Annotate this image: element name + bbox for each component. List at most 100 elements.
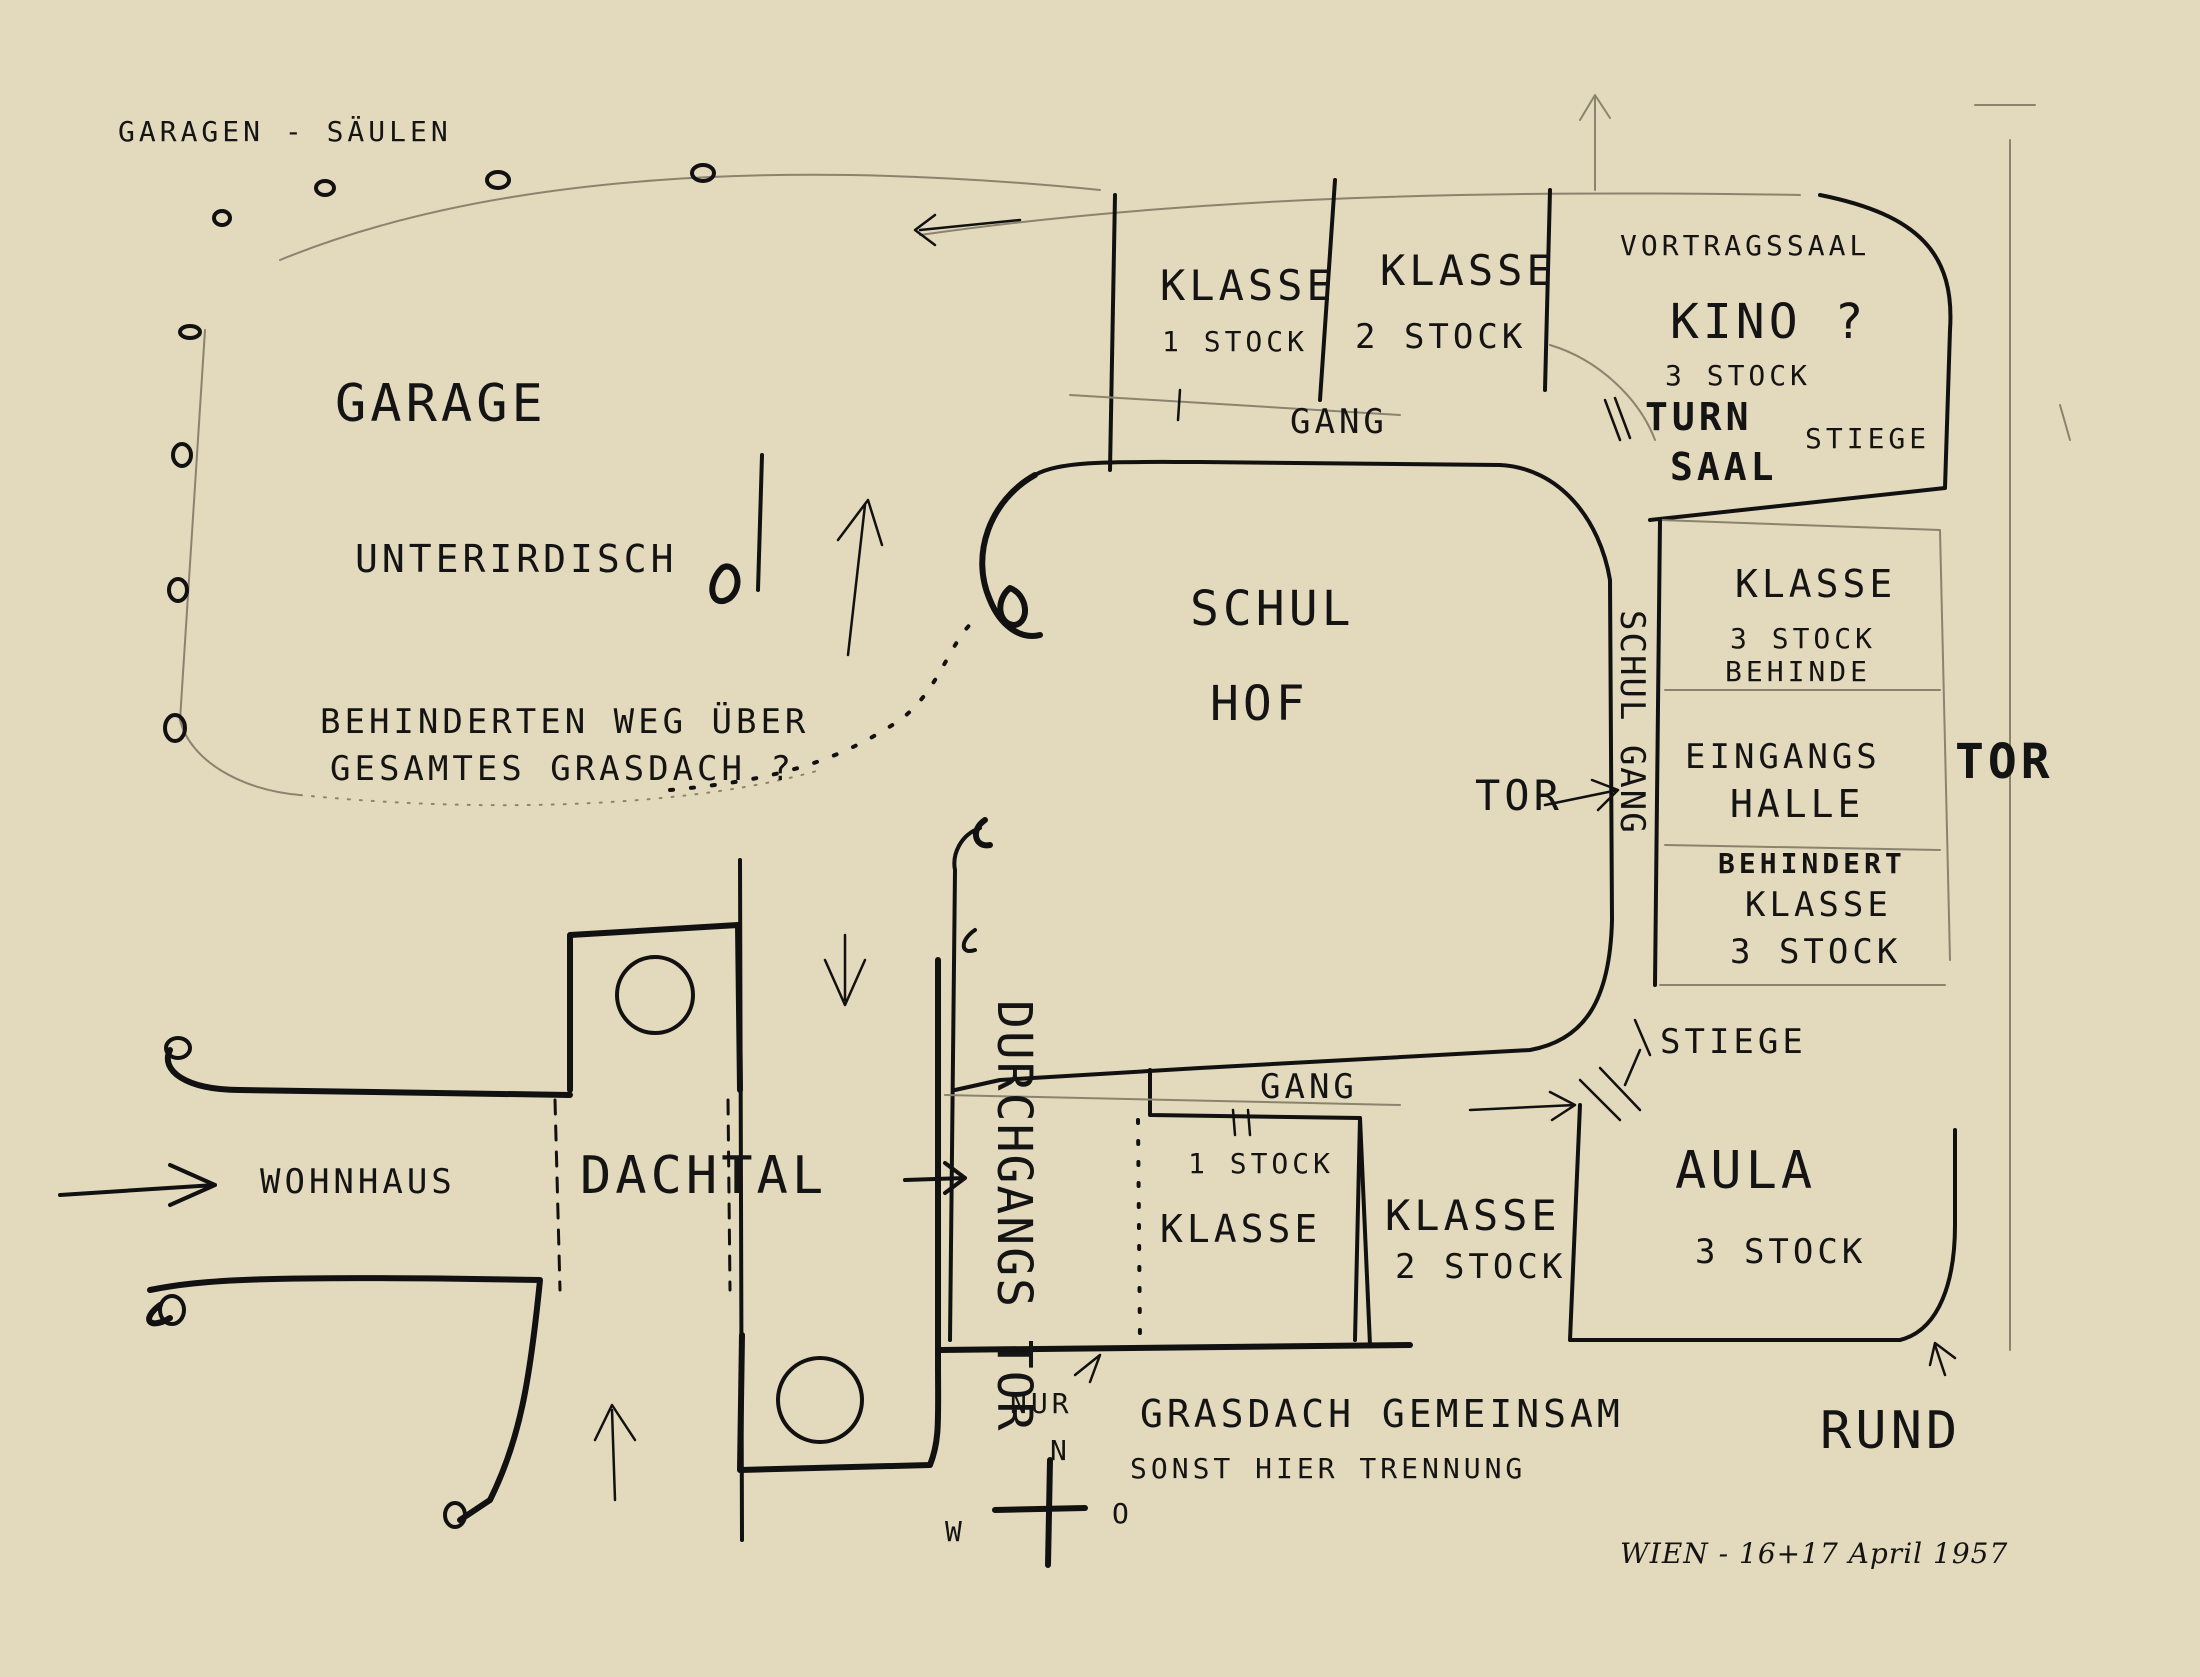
durchgangs-tor-label: DURCHGANGS TOR: [986, 1000, 1042, 1433]
klasse-bottom-label: KLASSE: [1160, 1207, 1322, 1251]
gang-top-line: [1069, 394, 1401, 416]
stock-1-bottom-label: 1 STOCK: [1188, 1147, 1335, 1180]
garage-ramp-line: [756, 453, 764, 592]
stock-3-behindert-label: 3 STOCK: [1730, 932, 1902, 972]
tor-left-arrow: [1543, 778, 1620, 812]
tor-left-label: TOR: [1475, 771, 1563, 820]
nur-label: NUR: [1010, 1387, 1073, 1420]
gang-bottom-marks: [1231, 1108, 1252, 1137]
aula-entry-marks: [1578, 1066, 1642, 1122]
behinderten-weg-dotted: [668, 618, 977, 792]
dachtal-top-block: [567, 922, 743, 1093]
klasse-2-stock-label: KLASSE: [1380, 246, 1556, 295]
dachtal-dashed-mid: [726, 1098, 732, 1292]
compass-w-label: W: [945, 1515, 966, 1548]
right-faint-tick: [1974, 104, 2036, 1351]
garage-ramp-o: [709, 563, 741, 605]
aula-outline: [1568, 1103, 1957, 1342]
gang-bottom-line: [944, 1094, 1401, 1106]
turnsaal-label-1: TURN: [1645, 395, 1753, 439]
garage-label: GARAGE: [335, 374, 547, 434]
top-rooms-walls: [1108, 178, 1552, 472]
stock-3-right-label: 3 STOCK: [1730, 622, 1877, 655]
gang-bottom-label: GANG: [1260, 1067, 1358, 1107]
schulgang-marks: [1623, 1018, 1652, 1087]
nur-arrow: [1073, 1353, 1102, 1384]
klasse-2-bottom-label: KLASSE: [1385, 1191, 1561, 1240]
tor-right-label: TOR: [1955, 734, 2054, 790]
wohnhaus-bottom-wall: [147, 1275, 543, 1523]
dachtal-bottom-block: [737, 957, 942, 1473]
compass-o-label: O: [1112, 1497, 1133, 1530]
schul-label: SCHUL: [1190, 581, 1355, 637]
wohnhaus-top-wall: [164, 1047, 573, 1098]
dachtal-up-arrow: [593, 1403, 637, 1502]
date-signature: WIEN - 16+17 April 1957: [1620, 1537, 2009, 1570]
compass-cross-icon: [992, 1457, 1088, 1568]
dachtal-label: DACHTAL: [580, 1146, 828, 1206]
wohnhaus-arrow: [58, 1163, 217, 1207]
dachtal-column-bottom: [776, 1356, 864, 1444]
left-faint-line: [179, 329, 301, 796]
durchgang-bottom-wall: [937, 1342, 1413, 1353]
unterirdisch-label: UNTERIRDISCH: [355, 537, 678, 581]
right-rooms-walls: [1659, 519, 1951, 986]
rund-label: RUND: [1820, 1401, 1962, 1461]
courtyard-left-hook: [961, 928, 977, 953]
hof-ramp-o: [997, 585, 1028, 628]
durchgang-dotted: [1136, 1118, 1142, 1342]
stiege-bottom-label: STIEGE: [1660, 1022, 1807, 1062]
stock-2-bottom-label: 2 STOCK: [1395, 1247, 1567, 1287]
dachtal-column-top: [615, 955, 695, 1035]
stiege-top-label: STIEGE: [1805, 422, 1931, 455]
gang-top-arrow: [913, 213, 1022, 247]
bottom-classroom-inner: [1353, 1116, 1362, 1342]
dachtal-dashed-left: [553, 1098, 562, 1292]
klasse-right-label: KLASSE: [1735, 562, 1897, 606]
klasse-behindert-label: KLASSE: [1745, 885, 1892, 925]
garagen-saeulen-label: GARAGEN - SÄULEN: [118, 115, 452, 148]
schulhof-outline: [953, 459, 1614, 1092]
eingangs-label: EINGANGS: [1685, 737, 1881, 777]
vortragssaal-outline: [1648, 193, 1953, 522]
right-block-inner-wall: [1653, 518, 1662, 987]
dachtal-right-arrow: [903, 1161, 967, 1195]
compass-n-label: N: [1050, 1434, 1071, 1467]
behinderten-weg-label-1: BEHINDERTEN WEG ÜBER: [320, 702, 810, 742]
up-arrow-garage: [836, 498, 884, 657]
top-faint-arc: [279, 173, 1101, 261]
garage-bottom-dotted: [299, 769, 821, 807]
north-arrow-top: [1579, 94, 1611, 191]
right-faint-mark: [2059, 404, 2071, 441]
kino-label: KINO ?: [1670, 294, 1868, 350]
hof-label: HOF: [1210, 676, 1309, 732]
behinderten-weg-label-2: GESAMTES GRASDACH ?: [330, 749, 795, 789]
bottom-classroom-top: [1148, 1068, 1372, 1347]
halle-label: HALLE: [1730, 782, 1865, 826]
behinde-label: BEHINDE: [1725, 655, 1872, 688]
klasse-1-stock-label: KLASSE: [1160, 261, 1336, 310]
behindert-label: BEHINDERT: [1718, 847, 1906, 880]
courtyard-left-loop: [973, 817, 993, 849]
aula-label: AULA: [1675, 1141, 1817, 1201]
schulhof-hook: [979, 472, 1043, 639]
wohnhaus-label: WOHNHAUS: [260, 1162, 456, 1202]
dachtal-down-arrow: [823, 933, 867, 1007]
aula-entry-arrow: [1468, 1090, 1577, 1122]
stock-2-label: 2 STOCK: [1355, 317, 1527, 357]
gang-top-arc: [1549, 344, 1656, 441]
top-faint-line: [919, 192, 1801, 236]
stock-3-kino-label: 3 STOCK: [1665, 359, 1812, 392]
grasdach-label: GRASDACH GEMEINSAM: [1140, 1392, 1624, 1436]
schul-gang-label: SCHUL GANG: [1612, 610, 1652, 835]
garage-columns: [158, 163, 716, 1529]
vortragssaal-label: VORTRAGSSAAL: [1620, 229, 1871, 262]
gang-top-label: GANG: [1290, 402, 1388, 442]
stock-3-aula-label: 3 STOCK: [1695, 1232, 1867, 1272]
rund-arrow: [1928, 1341, 1957, 1377]
turnsaal-label-2: SAAL: [1670, 445, 1778, 489]
gang-top-marks: [1176, 388, 1632, 442]
stock-1-label: 1 STOCK: [1162, 325, 1309, 358]
sonst-label: SONST HIER TRENNUNG: [1130, 1452, 1527, 1485]
